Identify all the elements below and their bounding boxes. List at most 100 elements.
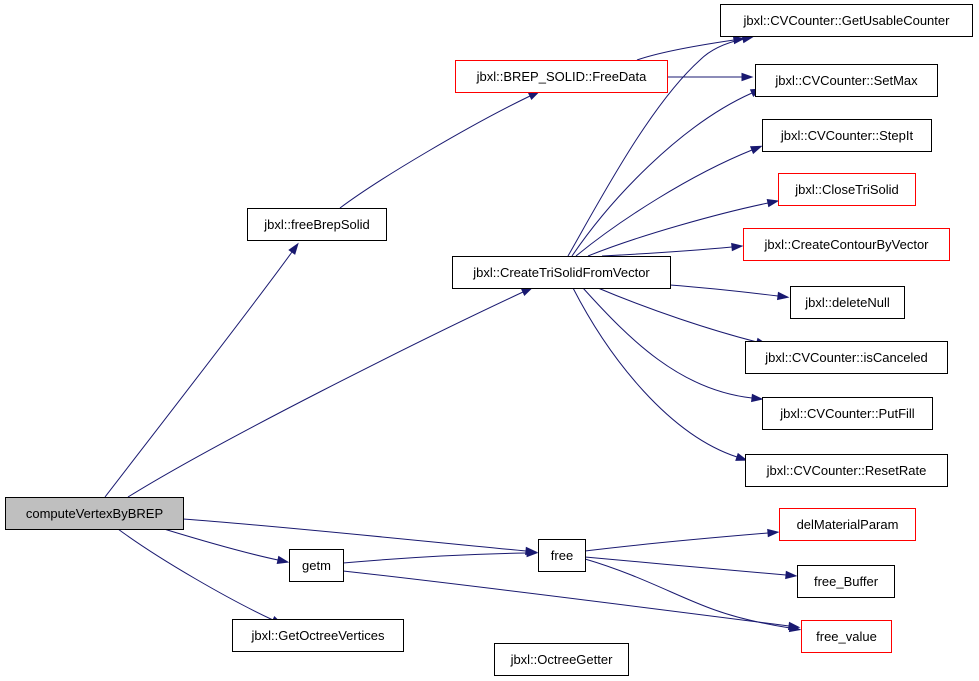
node-box[interactable] bbox=[745, 341, 948, 374]
edge-line bbox=[182, 518, 527, 552]
edge-FreeData-to-GetUsableCounter bbox=[636, 35, 746, 61]
node-free_value[interactable]: free_value bbox=[801, 620, 892, 653]
edge-line bbox=[587, 202, 769, 257]
edge-free-to-free_Buffer bbox=[584, 556, 798, 580]
node-label: jbxl::CVCounter::ResetRate bbox=[766, 463, 927, 478]
edge-CreateTriSolidFromVector-to-CloseTriSolid bbox=[587, 198, 780, 257]
node-label: jbxl::CVCounter::SetMax bbox=[774, 73, 918, 88]
arrowhead bbox=[766, 198, 780, 208]
edge-line bbox=[127, 291, 524, 498]
edge-line bbox=[163, 528, 279, 561]
node-label: jbxl::CreateTriSolidFromVector bbox=[472, 265, 650, 280]
arrowhead bbox=[276, 555, 290, 565]
node-box[interactable] bbox=[745, 454, 948, 487]
arrowhead bbox=[785, 570, 798, 580]
node-box[interactable] bbox=[762, 119, 932, 152]
node-label: delMaterialParam bbox=[797, 517, 899, 532]
node-box[interactable] bbox=[5, 497, 184, 530]
nodes-layer: computeVertexByBREPjbxl::freeBrepSolidjb… bbox=[5, 4, 973, 676]
node-delMaterialParam[interactable]: delMaterialParam bbox=[779, 508, 916, 541]
node-freeBrepSolid[interactable]: jbxl::freeBrepSolid bbox=[247, 208, 387, 241]
edge-line bbox=[582, 287, 753, 399]
node-isCanceled[interactable]: jbxl::CVCounter::isCanceled bbox=[745, 341, 948, 374]
node-label: jbxl::CVCounter::isCanceled bbox=[764, 350, 928, 365]
arrowhead bbox=[776, 291, 790, 301]
node-free_Buffer[interactable]: free_Buffer bbox=[797, 565, 895, 598]
edge-free-to-free_value bbox=[584, 558, 802, 633]
node-label: jbxl::CVCounter::StepIt bbox=[780, 128, 914, 143]
node-CloseTriSolid[interactable]: jbxl::CloseTriSolid bbox=[778, 173, 916, 206]
node-getm[interactable]: getm bbox=[289, 549, 344, 582]
node-deleteNull[interactable]: jbxl::deleteNull bbox=[790, 286, 905, 319]
edge-CreateTriSolidFromVector-to-StepIt bbox=[575, 145, 763, 257]
node-label: getm bbox=[302, 558, 331, 573]
node-CreateTriSolidFromVector[interactable]: jbxl::CreateTriSolidFromVector bbox=[452, 256, 671, 289]
node-box[interactable] bbox=[797, 565, 895, 598]
edge-line bbox=[342, 570, 790, 627]
node-box[interactable] bbox=[232, 619, 404, 652]
edge-line bbox=[636, 39, 735, 61]
edge-line bbox=[597, 287, 758, 343]
node-OctreeGetter[interactable]: jbxl::OctreeGetter bbox=[494, 643, 629, 676]
node-SetMax[interactable]: jbxl::CVCounter::SetMax bbox=[755, 64, 938, 97]
node-box[interactable] bbox=[538, 539, 586, 572]
node-label: jbxl::CVCounter::GetUsableCounter bbox=[743, 13, 951, 28]
node-label: computeVertexByBREP bbox=[26, 506, 163, 521]
node-box[interactable] bbox=[801, 620, 892, 653]
edge-line bbox=[601, 246, 733, 257]
arrowhead bbox=[731, 242, 744, 252]
node-label: free bbox=[551, 548, 573, 563]
arrowhead bbox=[288, 242, 299, 255]
node-box[interactable] bbox=[762, 397, 933, 430]
node-box[interactable] bbox=[790, 286, 905, 319]
node-label: jbxl::CreateContourByVector bbox=[763, 237, 929, 252]
node-GetOctreeVertices[interactable]: jbxl::GetOctreeVertices bbox=[232, 619, 404, 652]
edge-CreateTriSolidFromVector-to-CreateContourByVector bbox=[601, 242, 744, 257]
node-label: jbxl::freeBrepSolid bbox=[263, 217, 370, 232]
edge-line bbox=[669, 284, 779, 297]
node-computeVertexByBREP[interactable]: computeVertexByBREP bbox=[5, 497, 184, 530]
edge-computeVertexByBREP-to-free bbox=[182, 518, 538, 556]
edge-line bbox=[584, 532, 769, 552]
node-free[interactable]: free bbox=[538, 539, 586, 572]
node-box[interactable] bbox=[494, 643, 629, 676]
edge-line bbox=[117, 528, 274, 621]
node-label: free_Buffer bbox=[814, 574, 879, 589]
edges-layer bbox=[104, 35, 802, 633]
arrowhead bbox=[741, 72, 754, 82]
node-CreateContourByVector[interactable]: jbxl::CreateContourByVector bbox=[743, 228, 950, 261]
arrowhead bbox=[751, 393, 764, 403]
node-box[interactable] bbox=[455, 60, 668, 93]
node-label: free_value bbox=[816, 629, 877, 644]
node-box[interactable] bbox=[743, 228, 950, 261]
node-PutFill[interactable]: jbxl::CVCounter::PutFill bbox=[762, 397, 933, 430]
edge-CreateTriSolidFromVector-to-ResetRate bbox=[572, 287, 748, 461]
node-box[interactable] bbox=[289, 549, 344, 582]
edge-line bbox=[575, 149, 753, 257]
node-GetUsableCounter[interactable]: jbxl::CVCounter::GetUsableCounter bbox=[720, 4, 973, 37]
edge-computeVertexByBREP-to-freeBrepSolid bbox=[104, 242, 299, 498]
node-box[interactable] bbox=[720, 4, 973, 37]
edge-FreeData-to-SetMax bbox=[667, 72, 754, 82]
node-box[interactable] bbox=[778, 173, 916, 206]
node-box[interactable] bbox=[779, 508, 916, 541]
node-box[interactable] bbox=[247, 208, 387, 241]
node-box[interactable] bbox=[755, 64, 938, 97]
edge-line bbox=[584, 556, 787, 576]
node-StepIt[interactable]: jbxl::CVCounter::StepIt bbox=[762, 119, 932, 152]
arrowhead bbox=[749, 145, 763, 155]
arrowhead bbox=[735, 452, 748, 461]
node-label: jbxl::deleteNull bbox=[804, 295, 890, 310]
arrowhead bbox=[767, 528, 780, 538]
arrowhead bbox=[526, 548, 539, 558]
edge-line bbox=[342, 552, 528, 564]
node-box[interactable] bbox=[452, 256, 671, 289]
edge-line bbox=[571, 92, 753, 257]
edge-computeVertexByBREP-to-CreateTriSolidFromVector bbox=[127, 287, 534, 498]
node-FreeData[interactable]: jbxl::BREP_SOLID::FreeData bbox=[455, 60, 668, 93]
edge-line bbox=[339, 95, 531, 209]
node-ResetRate[interactable]: jbxl::CVCounter::ResetRate bbox=[745, 454, 948, 487]
edge-free-to-delMaterialParam bbox=[584, 528, 780, 552]
edge-CreateTriSolidFromVector-to-deleteNull bbox=[669, 284, 790, 301]
